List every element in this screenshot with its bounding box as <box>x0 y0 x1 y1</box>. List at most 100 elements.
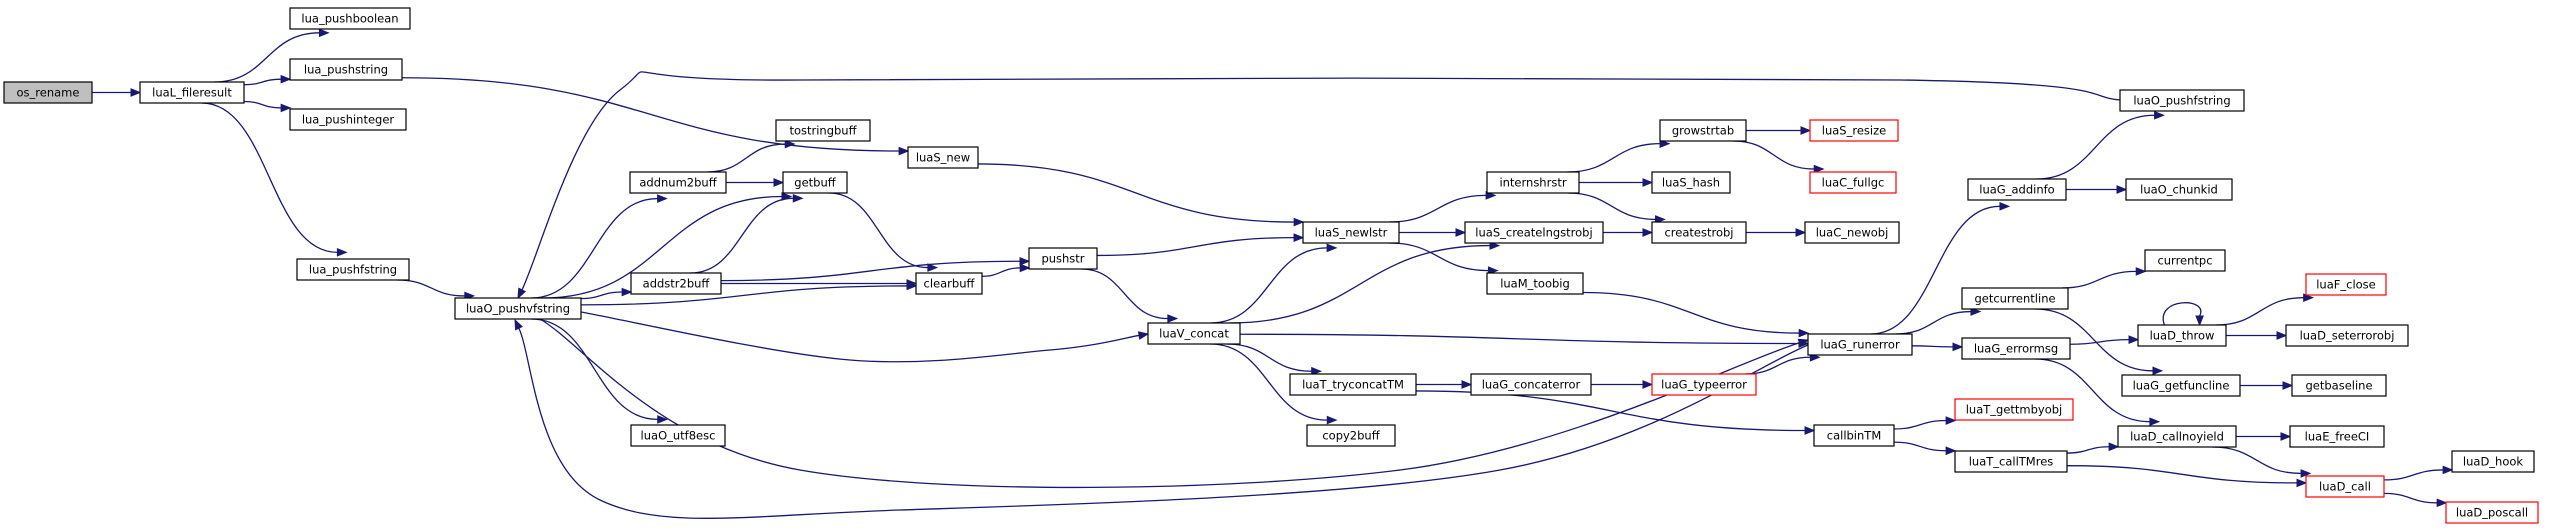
node-luaS_newlstr[interactable]: luaS_newlstr <box>1302 221 1400 244</box>
node-luaS_resize[interactable]: luaS_resize <box>1809 119 1899 142</box>
node-luaG_concaterror[interactable]: luaG_concaterror <box>1470 373 1592 396</box>
node-lua_pushboolean[interactable]: lua_pushboolean <box>289 7 411 30</box>
edge-luaD_call-to-luaD_poscall <box>2383 492 2448 508</box>
node-lua_pushfstring[interactable]: lua_pushfstring <box>296 258 410 281</box>
node-label: os_rename <box>17 86 80 100</box>
node-label: luaT_callTMres <box>1969 455 2054 469</box>
node-label: luaO_pushfstring <box>2133 94 2230 108</box>
edge-luaV_concat-to-copy2buff <box>1210 343 1338 425</box>
node-luaF_close[interactable]: luaF_close <box>2305 273 2387 296</box>
node-box <box>1147 322 1241 345</box>
edge-luaG_addinfo-to-luaO_chunkid <box>2065 185 2128 194</box>
edge-luaS_newlstr-to-internshrstr <box>1389 191 1497 223</box>
node-luaD_call[interactable]: luaD_call <box>2305 475 2385 498</box>
edge-addstr2buff-to-getbuff <box>690 193 804 274</box>
edge-luaT_tryconcatTM-to-callbinTM <box>1415 390 1816 435</box>
node-box <box>1306 424 1396 447</box>
node-clearbuff[interactable]: clearbuff <box>915 272 983 295</box>
edge-luaG_runerror-to-luaO_pushvfstring <box>514 318 1809 519</box>
node-luaD_seterrorobj[interactable]: luaD_seterrorobj <box>2285 324 2409 347</box>
node-label: growstrtab <box>1672 124 1734 138</box>
node-lua_pushstring[interactable]: lua_pushstring <box>289 58 403 81</box>
node-copy2buff[interactable]: copy2buff <box>1306 424 1396 447</box>
node-label: lua_pushstring <box>304 63 388 77</box>
node-createstrobj[interactable]: createstrobj <box>1651 221 1747 244</box>
node-box <box>2285 324 2409 347</box>
node-addstr2buff[interactable]: addstr2buff <box>630 272 722 295</box>
node-luaG_addinfo[interactable]: luaG_addinfo <box>1967 178 2067 201</box>
node-label: lua_pushboolean <box>301 12 398 26</box>
node-luaS_hash[interactable]: luaS_hash <box>1651 171 1731 194</box>
node-getbaseline[interactable]: getbaseline <box>2291 374 2387 397</box>
edge-internshrstr-to-createstrobj <box>1567 192 1666 224</box>
node-getbuff[interactable]: getbuff <box>782 171 848 194</box>
node-luaO_utf8esc[interactable]: luaO_utf8esc <box>630 424 726 447</box>
node-luaV_concat[interactable]: luaV_concat <box>1147 322 1241 345</box>
node-label: addstr2buff <box>643 277 711 291</box>
node-label: getcurrentline <box>1974 292 2055 306</box>
node-box <box>1954 398 2074 421</box>
node-luaG_typeerror[interactable]: luaG_typeerror <box>1651 373 1757 396</box>
node-label: luaC_newobj <box>1816 226 1889 240</box>
node-box <box>2137 324 2227 347</box>
node-luaG_getfuncline[interactable]: luaG_getfuncline <box>2121 374 2241 397</box>
edge-addstr2buff-to-clearbuff <box>721 279 918 288</box>
edge-lua_pushfstring-to-luaO_pushvfstring <box>397 279 476 301</box>
node-label: luaE_freeCI <box>2305 430 2370 444</box>
edge-luaD_call-to-luaD_hook <box>2383 465 2454 481</box>
node-currentpc[interactable]: currentpc <box>2144 249 2226 272</box>
node-label: clearbuff <box>924 277 976 291</box>
node-lua_pushinteger[interactable]: lua_pushinteger <box>289 108 407 131</box>
node-luaG_errormsg[interactable]: luaG_errormsg <box>1961 337 2071 360</box>
node-label: luaS_newlstr <box>1315 226 1388 240</box>
edge-getcurrentline-to-currentpc <box>2061 267 2147 289</box>
node-label: internshrstr <box>1499 176 1566 190</box>
node-luaO_pushfstring[interactable]: luaO_pushfstring <box>2119 89 2245 112</box>
node-getcurrentline[interactable]: getcurrentline <box>1961 287 2069 310</box>
node-luaO_pushvfstring[interactable]: luaO_pushvfstring <box>454 297 582 320</box>
node-label: luaT_gettmbyobj <box>1966 403 2063 417</box>
edge-luaV_concat-to-luaT_tryconcatTM <box>1226 343 1323 376</box>
edge-internshrstr-to-growstrtab <box>1567 139 1671 173</box>
node-luaC_newobj[interactable]: luaC_newobj <box>1804 221 1900 244</box>
node-box <box>2305 273 2387 296</box>
node-box <box>2125 178 2233 201</box>
node-luaG_runerror[interactable]: luaG_runerror <box>1807 333 1913 356</box>
node-tostringbuff[interactable]: tostringbuff <box>775 119 871 142</box>
edge-luaS_new-to-luaS_newlstr <box>977 163 1305 227</box>
node-box <box>1813 424 1895 447</box>
node-luaD_callnoyield[interactable]: luaD_callnoyield <box>2117 425 2237 448</box>
node-pushstr[interactable]: pushstr <box>1028 247 1098 270</box>
node-luaD_throw[interactable]: luaD_throw <box>2137 324 2227 347</box>
node-internshrstr[interactable]: internshrstr <box>1486 171 1580 194</box>
node-addnum2buff[interactable]: addnum2buff <box>629 171 727 194</box>
node-luaD_poscall[interactable]: luaD_poscall <box>2445 501 2539 524</box>
node-os_rename[interactable]: os_rename <box>3 81 93 104</box>
edge-luaG_runerror-to-luaG_addinfo <box>1870 201 2011 335</box>
node-box <box>289 7 411 30</box>
node-luaM_toobig[interactable]: luaM_toobig <box>1486 272 1584 295</box>
node-luaT_callTMres[interactable]: luaT_callTMres <box>1954 450 2068 473</box>
node-box <box>1807 333 1913 356</box>
node-luaE_freeCI[interactable]: luaE_freeCI <box>2289 425 2385 448</box>
node-luaC_fullgc[interactable]: luaC_fullgc <box>1809 171 1897 194</box>
node-label: luaD_seterrorobj <box>2300 329 2395 343</box>
node-label: luaG_runerror <box>1820 338 1900 352</box>
node-luaS_new[interactable]: luaS_new <box>907 146 979 169</box>
node-box <box>630 272 722 295</box>
edge-growstrtab-to-luaS_resize <box>1746 126 1812 135</box>
node-luaT_tryconcatTM[interactable]: luaT_tryconcatTM <box>1289 373 1417 396</box>
node-label: luaD_poscall <box>2456 506 2528 520</box>
edge-createstrobj-to-luaC_newobj <box>1746 228 1807 237</box>
node-luaL_fileresult[interactable]: luaL_fileresult <box>139 81 245 104</box>
node-luaD_hook[interactable]: luaD_hook <box>2451 450 2535 473</box>
node-luaT_gettmbyobj[interactable]: luaT_gettmbyobj <box>1954 398 2074 421</box>
node-callbinTM[interactable]: callbinTM <box>1813 424 1895 447</box>
edge-addstr2buff-to-pushstr <box>720 256 1031 282</box>
node-luaS_createlngstrobj[interactable]: luaS_createlngstrobj <box>1464 221 1604 244</box>
node-growstrtab[interactable]: growstrtab <box>1659 119 1747 142</box>
edge-luaT_callTMres-to-luaD_call <box>2066 465 2308 488</box>
node-box <box>1804 221 1900 244</box>
edge-clearbuff-to-pushstr <box>981 263 1031 277</box>
node-luaO_chunkid[interactable]: luaO_chunkid <box>2125 178 2233 201</box>
